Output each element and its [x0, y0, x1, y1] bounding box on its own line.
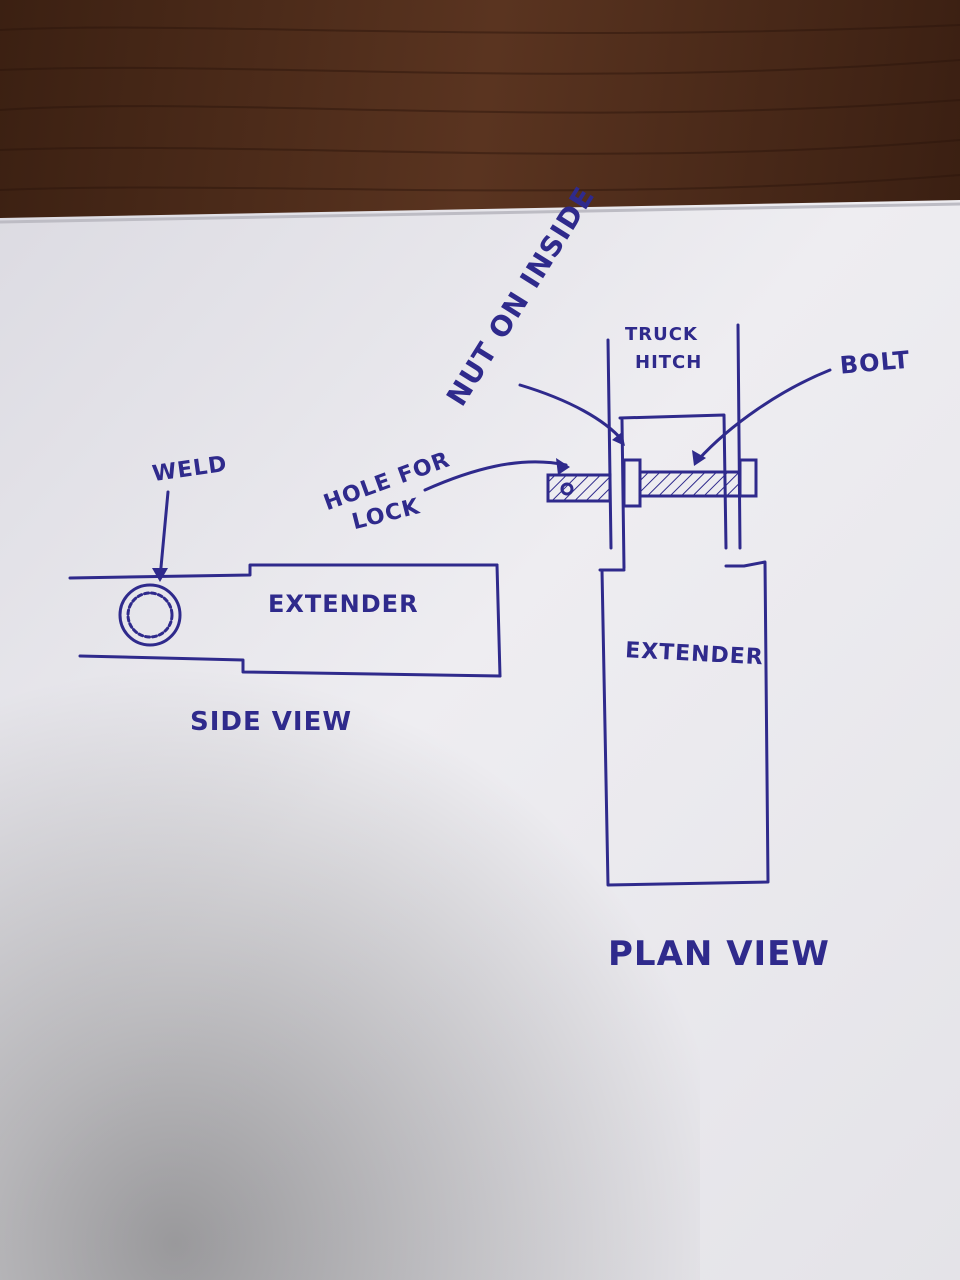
hole-arrow [423, 460, 568, 492]
side-right-end [495, 563, 502, 678]
nut-arrowhead [612, 432, 625, 446]
plan-view-drawing [423, 323, 832, 887]
plan-view-caption: PLAN VIEW [608, 934, 830, 974]
bolt-shaft [638, 470, 742, 498]
hitch-right-wall [736, 323, 742, 550]
extender-body [598, 560, 770, 887]
hitch-left-wall [606, 338, 613, 550]
bolt-arrowhead [692, 450, 706, 466]
lock-bar [546, 473, 612, 503]
side-extender-label: EXTENDER [268, 590, 419, 618]
side-view-drawing [68, 490, 502, 678]
shadow-area [0, 560, 700, 1280]
wood-grain [0, 24, 960, 192]
bolt-arrow [696, 368, 832, 462]
side-bottom-line [78, 654, 502, 678]
extender-insert [618, 413, 728, 550]
side-view-caption: SIDE VIEW [190, 707, 352, 737]
bolt-head [738, 458, 758, 498]
nut-arrow [518, 383, 624, 442]
weld-ring-outer [118, 583, 182, 647]
truck-hitch-label-2: HITCH [635, 352, 702, 373]
truck-hitch-label-1: TRUCK [625, 324, 698, 345]
bolt-label: BOLT [839, 346, 912, 380]
paper-edge [0, 202, 960, 224]
lock-hole [560, 482, 574, 496]
hole-arrowhead [556, 458, 570, 475]
weld-ring-inner [126, 591, 174, 639]
weld-arrowhead [152, 568, 168, 582]
weld-arrow [158, 490, 170, 580]
